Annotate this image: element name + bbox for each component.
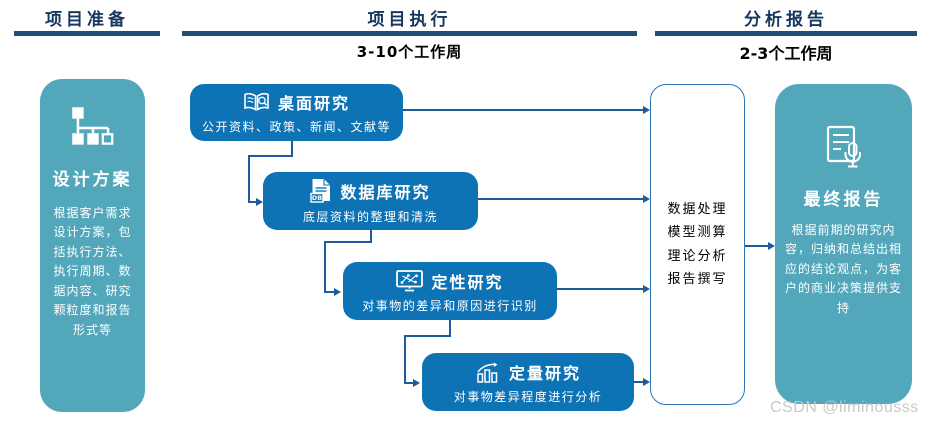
connector-3-4-seg	[449, 320, 451, 337]
step-title: 定量研究	[508, 363, 581, 383]
column-title-preparation: 项目准备	[45, 10, 129, 30]
report-mic-icon	[826, 125, 861, 168]
processing-panel-text: 数据处理 模型测算 理论分析 报告撰写	[667, 201, 728, 287]
bar-growth-icon	[477, 362, 498, 383]
step-qualitative-research: 定性研究 对事物的差异和原因进行识别	[343, 262, 557, 320]
design-panel-body: 根据客户需求设计方案，包括执行方法、执行周期、数据内容、研究颗粒度和报告形式等	[53, 206, 132, 337]
column-underline-preparation	[14, 31, 160, 36]
column-underline-report	[655, 31, 917, 36]
connector-2-3-seg	[324, 241, 326, 292]
step-subtitle: 对事物的差异和原因进行识别	[362, 298, 538, 313]
db-document-icon: DB	[310, 178, 331, 203]
book-magnifier-icon	[244, 93, 269, 111]
step-desktop-research: 桌面研究 公开资料、政策、新闻、文献等	[190, 84, 403, 141]
csdn-watermark: CSDN @liminousss	[770, 399, 919, 416]
db-icon-label: DB	[312, 194, 322, 202]
sitemap-icon	[71, 107, 113, 145]
step-title: 定性研究	[431, 272, 504, 292]
step-quantitative-research: 定量研究 对事物差异程度进行分析	[422, 353, 634, 411]
connector-3-4-seg	[404, 335, 451, 337]
final-panel-title: 最终报告	[803, 190, 884, 210]
processing-panel: 数据处理 模型测算 理论分析 报告撰写	[650, 84, 745, 405]
connector-1-2-seg	[248, 155, 293, 157]
connector-1-2-seg	[291, 141, 293, 157]
connector-2-3-seg	[370, 230, 372, 243]
connector-1-2-seg	[248, 155, 250, 202]
design-panel: 设计方案 根据客户需求设计方案，包括执行方法、执行周期、数据内容、研究颗粒度和报…	[40, 79, 145, 412]
arrow-quantitative-to-processing	[634, 377, 650, 386]
step-subtitle: 对事物差异程度进行分析	[453, 389, 603, 404]
connector-3-4-arrow	[404, 378, 420, 387]
connector-3-4-seg	[404, 335, 406, 383]
duration-execution: 3-10个工作周	[356, 43, 463, 61]
final-report-panel: 最终报告 根据前期的研究内容，归纳和总结出相应的结论观点，为客户的商业决策提供支…	[775, 84, 912, 404]
arrow-desktop-to-processing	[403, 105, 650, 114]
column-underline-execution	[182, 31, 637, 36]
step-subtitle: 公开资料、政策、新闻、文献等	[201, 120, 391, 134]
monitor-scatter-icon	[396, 269, 424, 291]
arrow-database-to-processing	[478, 194, 650, 203]
design-panel-title: 设计方案	[52, 170, 133, 190]
column-title-report: 分析报告	[744, 10, 828, 30]
step-database-research: DB 数据库研究 底层资料的整理和清洗	[263, 172, 478, 230]
step-title: 桌面研究	[277, 94, 350, 113]
column-title-execution: 项目执行	[367, 10, 452, 30]
arrow-qualitative-to-processing	[557, 284, 650, 293]
arrow-processing-to-final	[745, 241, 775, 250]
step-title: 数据库研究	[340, 182, 431, 202]
final-panel-body: 根据前期的研究内容，归纳和总结出相应的结论观点，为客户的商业决策提供支持	[785, 223, 903, 315]
duration-report: 2-3个工作周	[739, 44, 833, 63]
connector-1-2-arrow	[248, 197, 263, 206]
connector-2-3-arrow	[324, 287, 341, 296]
step-subtitle: 底层资料的整理和清洗	[302, 209, 438, 224]
connector-2-3-seg	[324, 241, 372, 243]
